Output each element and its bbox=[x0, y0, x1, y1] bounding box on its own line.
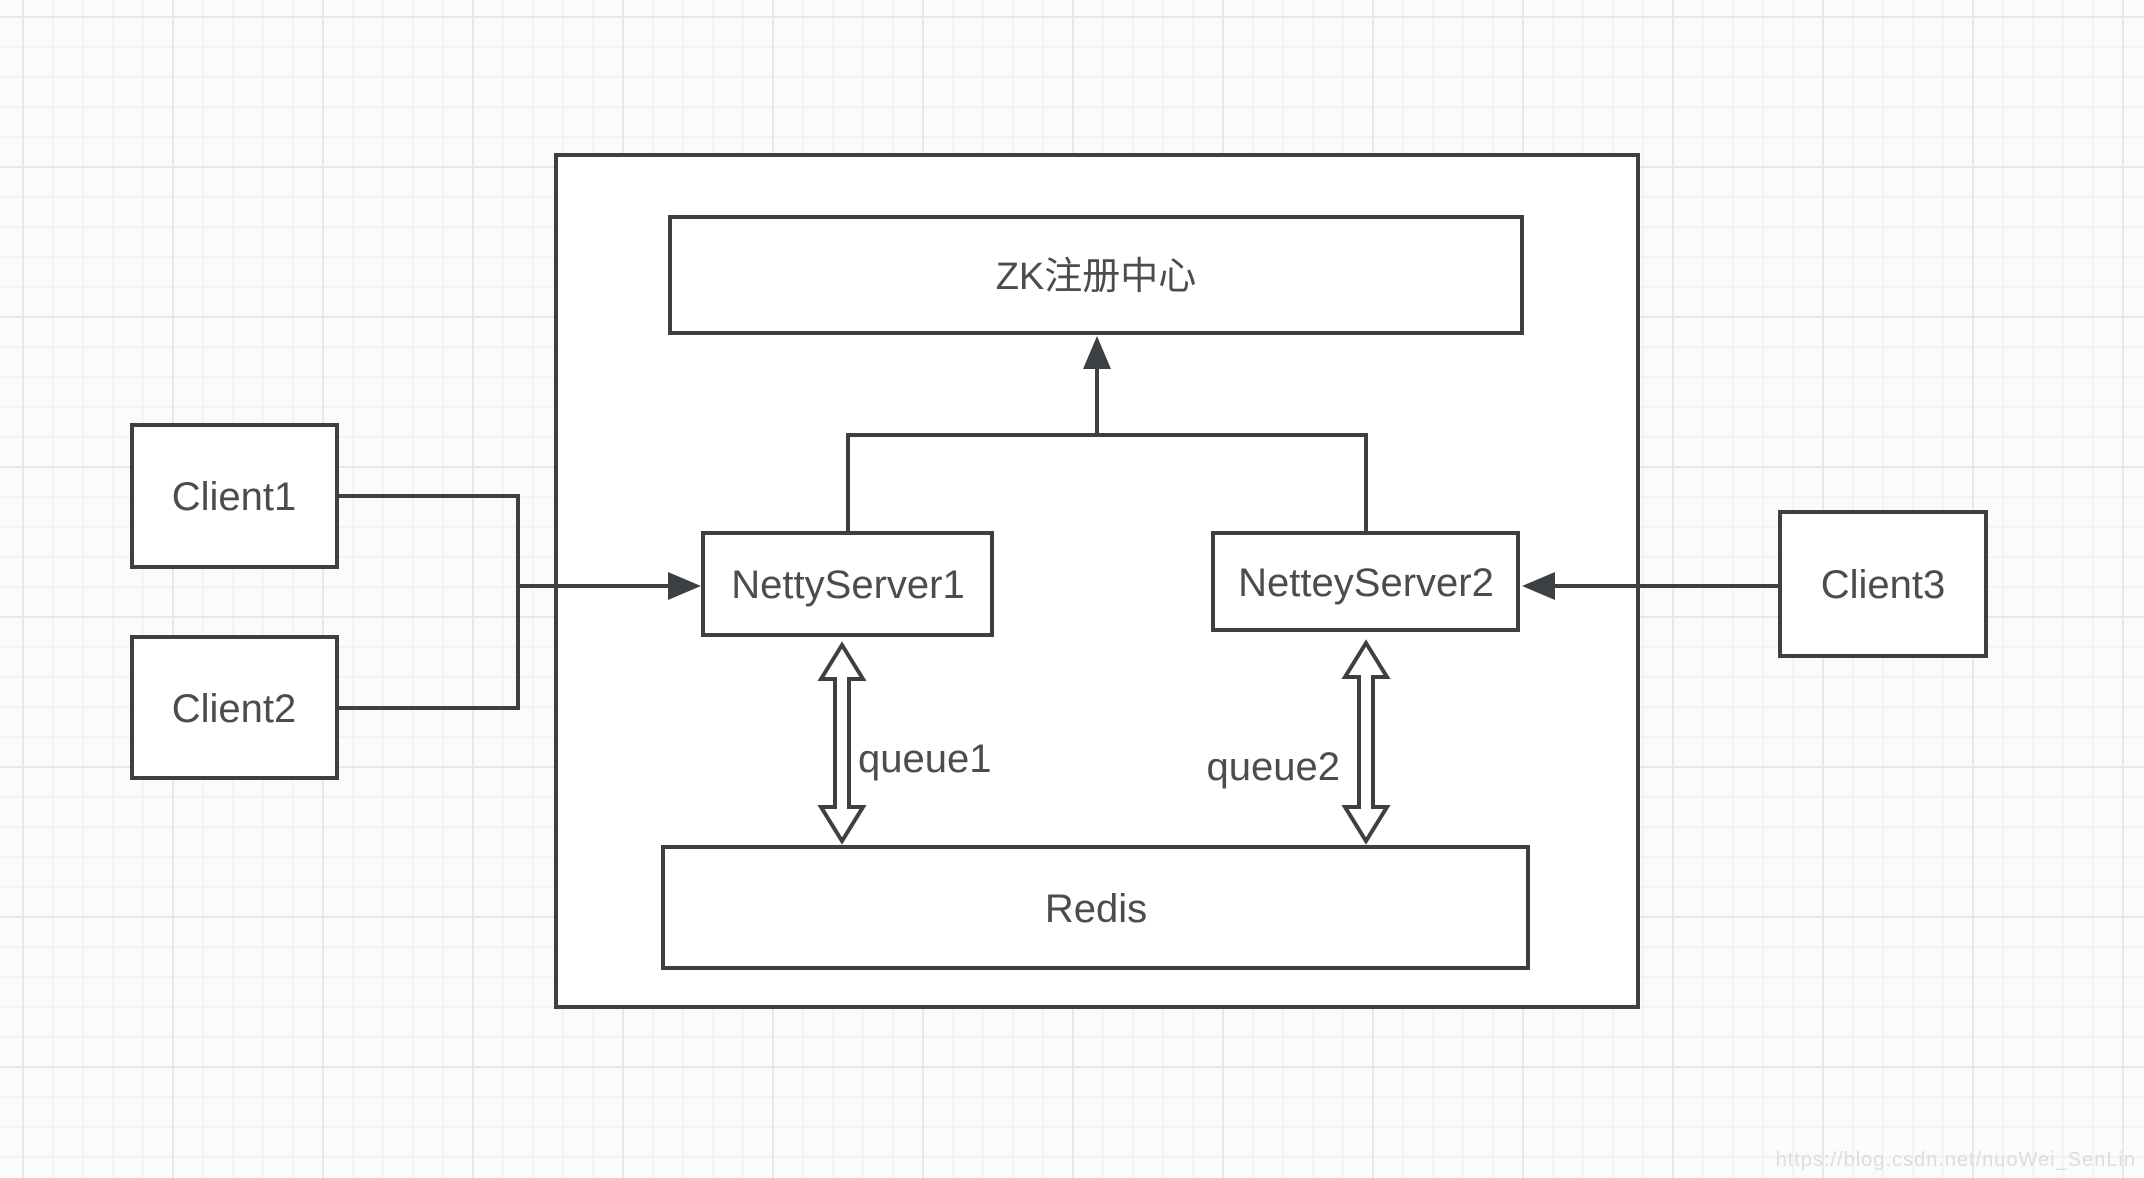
node-client1-box bbox=[130, 423, 339, 569]
node-zk: ZK注册中心 bbox=[668, 215, 1524, 335]
node-client2-label: Client2 bbox=[172, 687, 297, 731]
watermark: https://blog.csdn.net/nuoWei_SenLin bbox=[1776, 1149, 2136, 1171]
edge-queue1-double-arrow-icon bbox=[817, 641, 867, 845]
edge-client1-client2-junction bbox=[337, 494, 520, 710]
node-nettyserver1: NettyServer1 bbox=[701, 531, 994, 637]
edge-servers-junction bbox=[846, 433, 1368, 533]
edge-servers-to-zk-arrowhead-icon bbox=[1083, 336, 1111, 369]
node-client3-label: Client3 bbox=[1821, 563, 1946, 607]
edge-clients-to-nettyserver1-arrowhead-icon bbox=[668, 572, 701, 600]
edge-queue2-double-arrow-icon bbox=[1341, 639, 1391, 845]
node-client2-box bbox=[130, 635, 339, 780]
node-client1: Client1 bbox=[130, 423, 339, 569]
node-client2: Client2 bbox=[130, 635, 339, 780]
edge-queue2-label: queue2 bbox=[1207, 745, 1340, 789]
node-netteyserver2: NetteyServer2 bbox=[1211, 531, 1520, 632]
node-client3: Client3 bbox=[1778, 510, 1988, 658]
node-nettyserver1-label: NettyServer1 bbox=[731, 563, 964, 607]
node-redis-box bbox=[661, 845, 1530, 970]
node-client3-box bbox=[1778, 510, 1988, 658]
node-client1-label: Client1 bbox=[172, 475, 297, 519]
node-zk-box bbox=[668, 215, 1524, 335]
edge-client3-to-netteyserver2-arrowhead-icon bbox=[1522, 572, 1555, 600]
node-redis-label: Redis bbox=[1045, 887, 1147, 931]
node-netteyserver2-label: NetteyServer2 bbox=[1238, 561, 1494, 605]
node-nettyserver1-box bbox=[701, 531, 994, 637]
edge-queue1-label: queue1 bbox=[858, 737, 991, 781]
node-netteyserver2-box bbox=[1211, 531, 1520, 632]
node-redis: Redis bbox=[661, 845, 1530, 970]
node-zk-label: ZK注册中心 bbox=[996, 256, 1197, 298]
